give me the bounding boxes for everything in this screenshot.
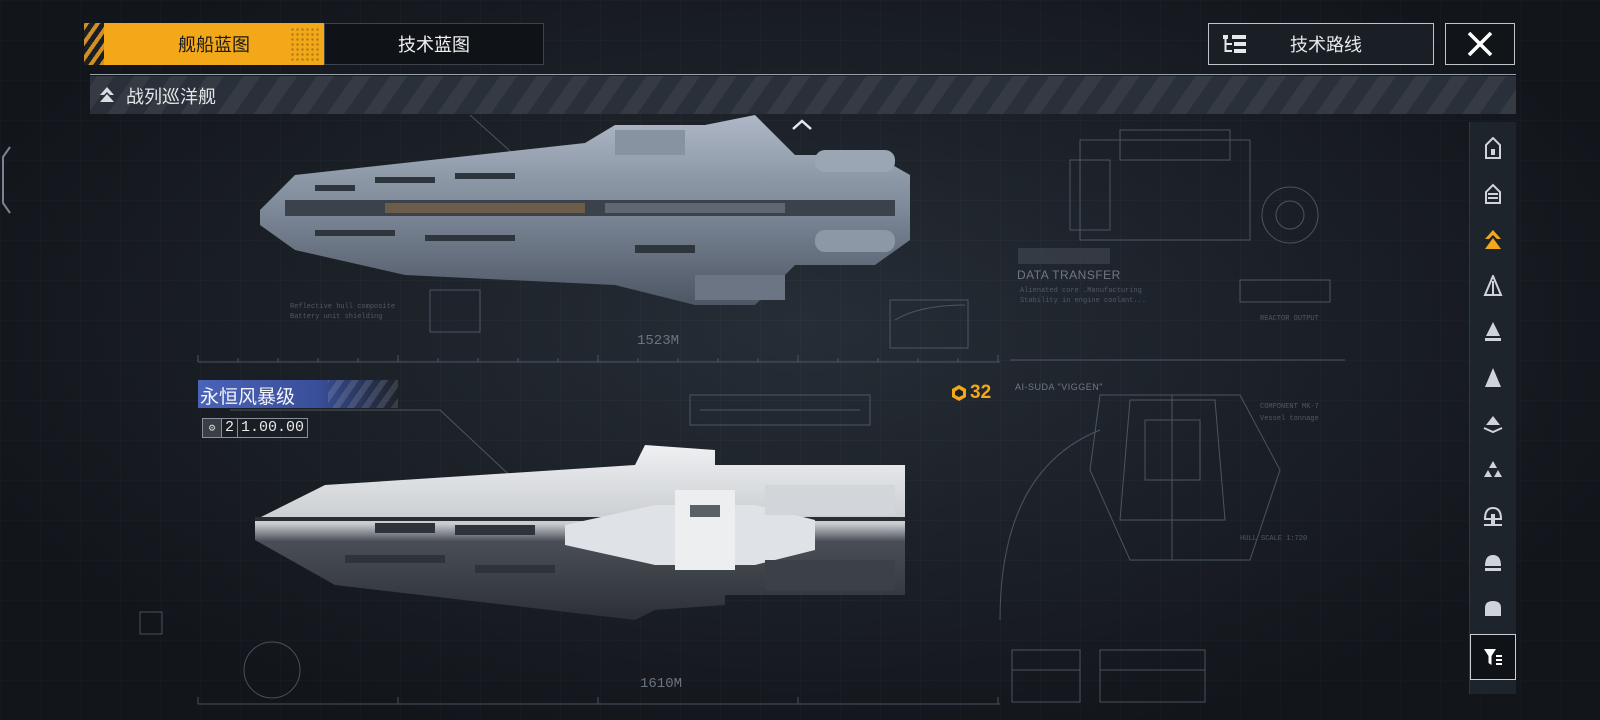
tab-ship-blueprint[interactable]: 舰船蓝图 <box>104 23 324 65</box>
svg-text:COMPONENT MK-7: COMPONENT MK-7 <box>1260 403 1319 411</box>
sidebar-item-destroyer[interactable] <box>1470 172 1516 216</box>
svg-text:Reflective hull composite: Reflective hull composite <box>290 303 395 311</box>
svg-text:HULL SCALE 1:720: HULL SCALE 1:720 <box>1240 535 1307 543</box>
ship-class-sidebar <box>1469 122 1516 694</box>
station-icon <box>1483 506 1503 526</box>
name-tag-stripes <box>328 380 398 408</box>
ship-cost-value: 1.00.00 <box>238 418 309 438</box>
ship-length-top: 1523M <box>637 333 680 349</box>
sidebar-item-frigate[interactable] <box>1470 126 1516 170</box>
sidebar-item-cruiser[interactable] <box>1470 264 1516 308</box>
ship-tier: 2 <box>222 418 239 438</box>
blueprint-count-icon <box>952 385 966 401</box>
ship-model-bottom[interactable] <box>255 445 935 640</box>
ship-class-bar: 战列巡洋舰 <box>90 76 1516 114</box>
tree-list-icon <box>1223 35 1246 53</box>
heavy-cruiser-icon <box>1485 322 1501 341</box>
battlecruiser-icon <box>1485 230 1501 249</box>
filter-icon <box>1484 649 1502 665</box>
frigate-icon <box>1485 137 1501 159</box>
sidebar-item-fleet[interactable] <box>1470 448 1516 492</box>
left-panel-handle[interactable] <box>0 145 12 215</box>
ship-count: 32 <box>950 382 991 404</box>
cost-currency-icon: ⚙ <box>202 418 222 438</box>
hangar-icon <box>1485 601 1501 616</box>
ai-schematic-label: AI-SUDA "VIGGEN" <box>1015 382 1103 392</box>
sidebar-item-dome[interactable] <box>1470 540 1516 584</box>
sidebar-item-battlecruiser[interactable] <box>1470 218 1516 262</box>
battlecruiser-icon <box>100 87 114 102</box>
sidebar-item-battleship[interactable] <box>1470 356 1516 400</box>
sidebar-item-station[interactable] <box>1470 494 1516 538</box>
close-icon <box>1467 31 1493 57</box>
ship-model-top[interactable] <box>255 115 935 315</box>
destroyer-icon <box>1485 183 1501 204</box>
tab-tech-blueprint[interactable]: 技术蓝图 <box>324 23 544 65</box>
sidebar-item-carrier[interactable] <box>1470 402 1516 446</box>
sidebar-item-heavy-cruiser[interactable] <box>1470 310 1516 354</box>
chevron-up-icon[interactable] <box>790 118 814 132</box>
ship-name: 永恒风暴级 <box>200 387 296 408</box>
data-transfer-label: DATA TRANSFER <box>1017 268 1121 282</box>
header-divider <box>90 74 1516 75</box>
svg-text:Vessel tonnage: Vessel tonnage <box>1260 415 1319 423</box>
sidebar-item-hangar[interactable] <box>1470 586 1516 630</box>
svg-text:Alienated core .Manufacturing: Alienated core .Manufacturing <box>1020 287 1142 295</box>
cruiser-icon <box>1483 275 1503 296</box>
svg-text:Stability in engine coolant...: Stability in engine coolant... <box>1020 297 1146 305</box>
fleet-icon <box>1484 461 1502 477</box>
battleship-icon <box>1485 368 1501 387</box>
ship-count-value: 32 <box>970 382 992 403</box>
tech-route-label: 技术路线 <box>1290 35 1362 55</box>
svg-text:REACTOR OUTPUT: REACTOR OUTPUT <box>1260 315 1319 323</box>
ship-name-tag[interactable]: 永恒风暴级 <box>198 380 398 408</box>
ship-class-label: 战列巡洋舰 <box>126 87 216 107</box>
tech-route-button[interactable]: 技术路线 <box>1208 23 1434 65</box>
blueprint-tabs: 舰船蓝图 技术蓝图 <box>84 23 544 65</box>
close-button[interactable] <box>1445 23 1515 65</box>
ship-length-bottom: 1610M <box>640 676 683 692</box>
carrier-icon <box>1483 416 1503 434</box>
svg-text:Battery unit shielding: Battery unit shielding <box>290 313 382 321</box>
filter-button[interactable] <box>1470 634 1516 680</box>
dome-icon <box>1485 555 1501 571</box>
tab-stripes-decoration <box>84 23 104 65</box>
ship-cost: ⚙ 2 1.00.00 <box>202 418 309 438</box>
